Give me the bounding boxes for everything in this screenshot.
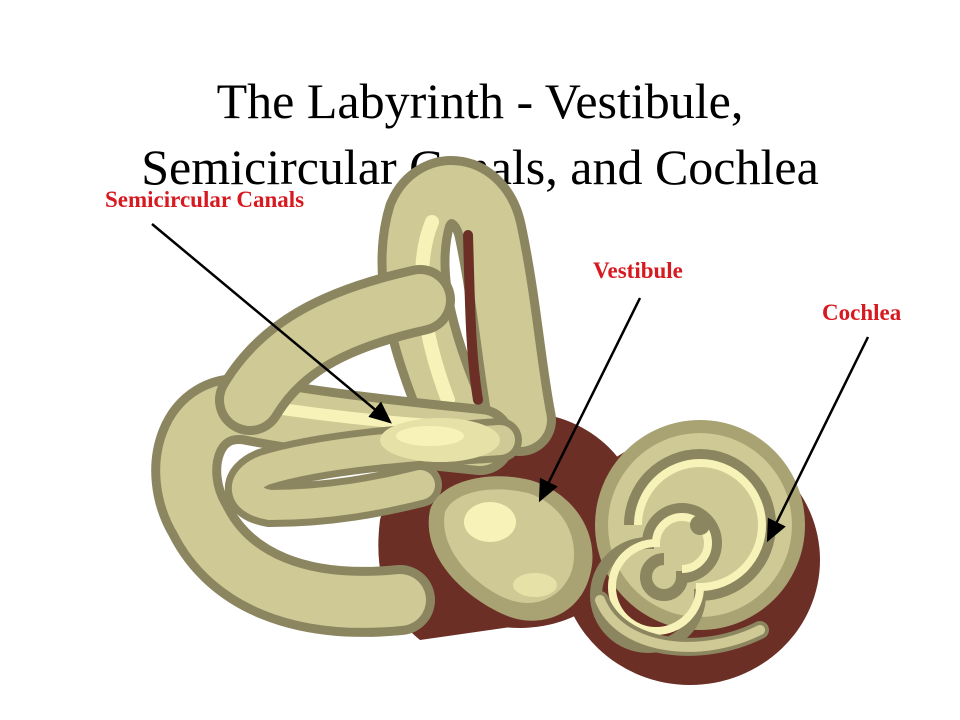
arrow-cochlea	[766, 336, 870, 543]
arrow-vestibule	[538, 297, 642, 503]
horizontal-canal	[225, 418, 522, 528]
cochlea	[590, 420, 805, 656]
title-line-1: The Labyrinth - Vestibule,	[216, 73, 744, 129]
label-semicircular-canals: Semicircular Canals	[105, 187, 305, 212]
label-vestibule: Vestibule	[593, 258, 683, 283]
vestibule	[428, 476, 593, 621]
label-cochlea: Cochlea	[822, 300, 902, 325]
lateral-canal	[151, 265, 515, 637]
arrow-semicircular-canals	[151, 223, 392, 424]
